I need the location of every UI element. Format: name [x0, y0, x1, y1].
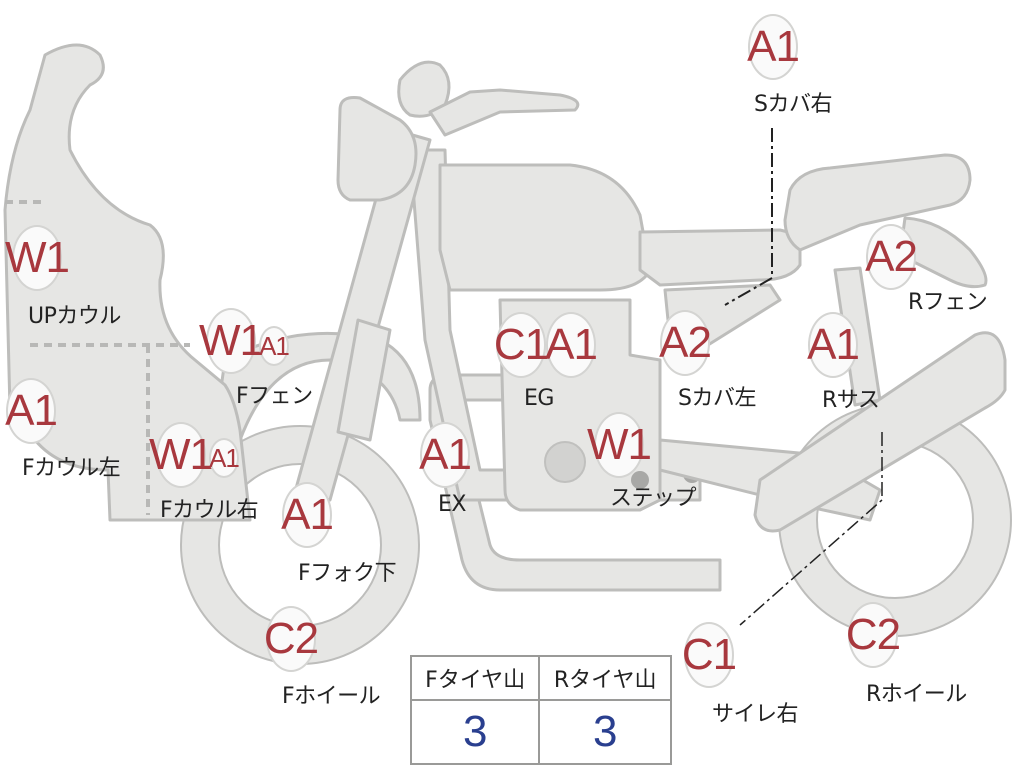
r-wheel-code: C2 — [846, 602, 901, 668]
f-fender-code2: A1 — [259, 326, 290, 366]
rear-tire-value: 3 — [538, 699, 672, 765]
silencer-right-code: C1 — [682, 622, 737, 688]
engine-cover-shape — [544, 441, 586, 483]
tire-tread-table: Fタイヤ山 Rタイヤ山 3 3 — [409, 655, 672, 765]
side-cover-left-label: Sカバ左 — [678, 386, 756, 411]
step-label: ステップ — [610, 486, 697, 511]
front-tire-value: 3 — [409, 699, 541, 765]
f-wheel-label: Fホイール — [282, 684, 381, 709]
step-code: W1 — [587, 412, 652, 478]
f-fork-lower-label: Fフォク下 — [298, 561, 397, 586]
fork-lower-shape — [336, 318, 392, 442]
rear-fender-shape — [898, 216, 988, 289]
side-cover-right-leader — [724, 128, 773, 306]
exhaust-code: A1 — [419, 422, 472, 488]
f-cowl-right-code: W1 — [149, 422, 214, 488]
f-fender-label: Fフェン — [236, 384, 313, 409]
r-fender-code: A2 — [865, 224, 918, 290]
upper-cowl-shape — [3, 43, 252, 522]
fuel-tank-shape — [438, 163, 652, 292]
tail-shape — [783, 153, 972, 252]
step-peg-shape — [631, 471, 649, 489]
seat-shape — [638, 228, 802, 287]
side-cover-right-label: Sカバ右 — [754, 92, 832, 117]
r-wheel-label: Rホイール — [866, 682, 967, 707]
f-cowl-right-code2: A1 — [209, 438, 240, 478]
headlight-shape — [336, 96, 418, 202]
engine-code2: A1 — [545, 312, 598, 378]
silencer-right-label: サイレ右 — [712, 702, 799, 727]
side-cover-right-code: A1 — [747, 14, 800, 80]
silencer-shape — [753, 331, 1007, 533]
side-cover-left-code: A2 — [659, 310, 712, 376]
r-suspension-label: Rサス — [822, 388, 880, 413]
front-tire-header: Fタイヤ山 — [409, 655, 541, 701]
f-fender-code: W1 — [199, 308, 264, 374]
silencer-right-leader — [739, 432, 883, 626]
engine-label: EG — [524, 386, 554, 411]
r-fender-label: Rフェン — [908, 290, 988, 315]
f-fork-lower-code: A1 — [281, 482, 334, 548]
engine-code: C1 — [494, 312, 549, 378]
rear-tire-header: Rタイヤ山 — [538, 655, 672, 701]
f-wheel-code: C2 — [264, 606, 319, 672]
up-cowl-code: W1 — [5, 225, 70, 291]
f-cowl-left-label: Fカウル左 — [22, 456, 121, 481]
f-cowl-right-label: Fカウル右 — [160, 498, 259, 523]
handlebar-shape — [428, 88, 580, 137]
r-suspension-code: A1 — [807, 312, 860, 378]
up-cowl-label: UPカウル — [28, 304, 121, 329]
exhaust-label: EX — [438, 492, 466, 517]
f-cowl-left-code: A1 — [5, 378, 58, 444]
